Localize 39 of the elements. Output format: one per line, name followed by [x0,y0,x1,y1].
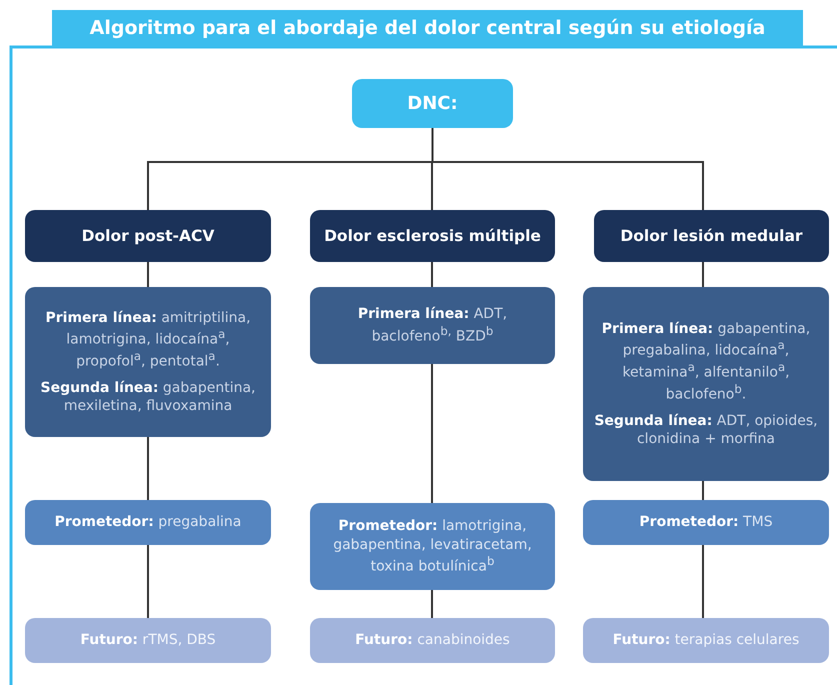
category-label: Dolor lesión medular [620,226,803,246]
promising-box [310,503,555,590]
start-label: DNC: [407,92,458,116]
category-label: Dolor post-ACV [82,226,214,246]
category-box [594,210,829,262]
treatment-box [583,287,829,481]
promising-text: Prometedor: pregabalina [54,513,242,532]
treatment-text: Segunda línea: ADT, opioides, clonidina + morfina [593,412,819,448]
future-box [310,618,555,663]
connector-line [431,590,433,618]
category-box [310,210,555,262]
connector-line [431,364,433,503]
treatment-text: Primera línea: amitriptilina, lamotrigina, lidocaína$^{a}$, propofol$^{a}$, pentotal$^{a}$. [44,308,252,371]
connector-line [702,545,704,618]
category-label: Dolor esclerosis múltiple [324,226,541,246]
promising-box [583,500,829,545]
future-text: Futuro: terapias celulares [612,631,800,650]
treatment-text: Segunda línea: gabapentina, mexiletina, fluvoxamina [39,378,257,416]
connector-line [702,262,704,287]
treatment-text: Primera línea: ADT, baclofeno$^{b,}$ BZD$^{b}$ [356,305,508,346]
treatment-box [25,287,271,437]
treatment-text: Primera línea: gabapentina, pregabalina, lidocaína$^{a}$, ketamina$^{a}$, alfentanilo$^{a}$, baclofeno$^{b}$. [600,320,812,404]
treatment-box [310,287,555,364]
future-text: Futuro: canabinoides [355,631,510,650]
start-box [352,79,513,128]
promising-box [25,500,271,545]
connector-line [431,262,433,287]
connector-line [147,545,149,618]
connector-line [147,262,149,287]
promising-text: Prometedor: lamotrigina, gabapentina, levatiracetam, toxina botulínica$^{b}$ [332,517,533,576]
connector-line [147,437,149,500]
future-text: Futuro: rTMS, DBS [80,631,216,650]
title-banner: Algoritmo para el abordaje del dolor central según su etiología [52,10,803,46]
future-box [25,618,271,663]
connector-line [702,481,704,500]
future-box [583,618,829,663]
promising-text: Prometedor: TMS [639,513,773,532]
category-box [25,210,271,262]
connector-line [432,128,704,210]
